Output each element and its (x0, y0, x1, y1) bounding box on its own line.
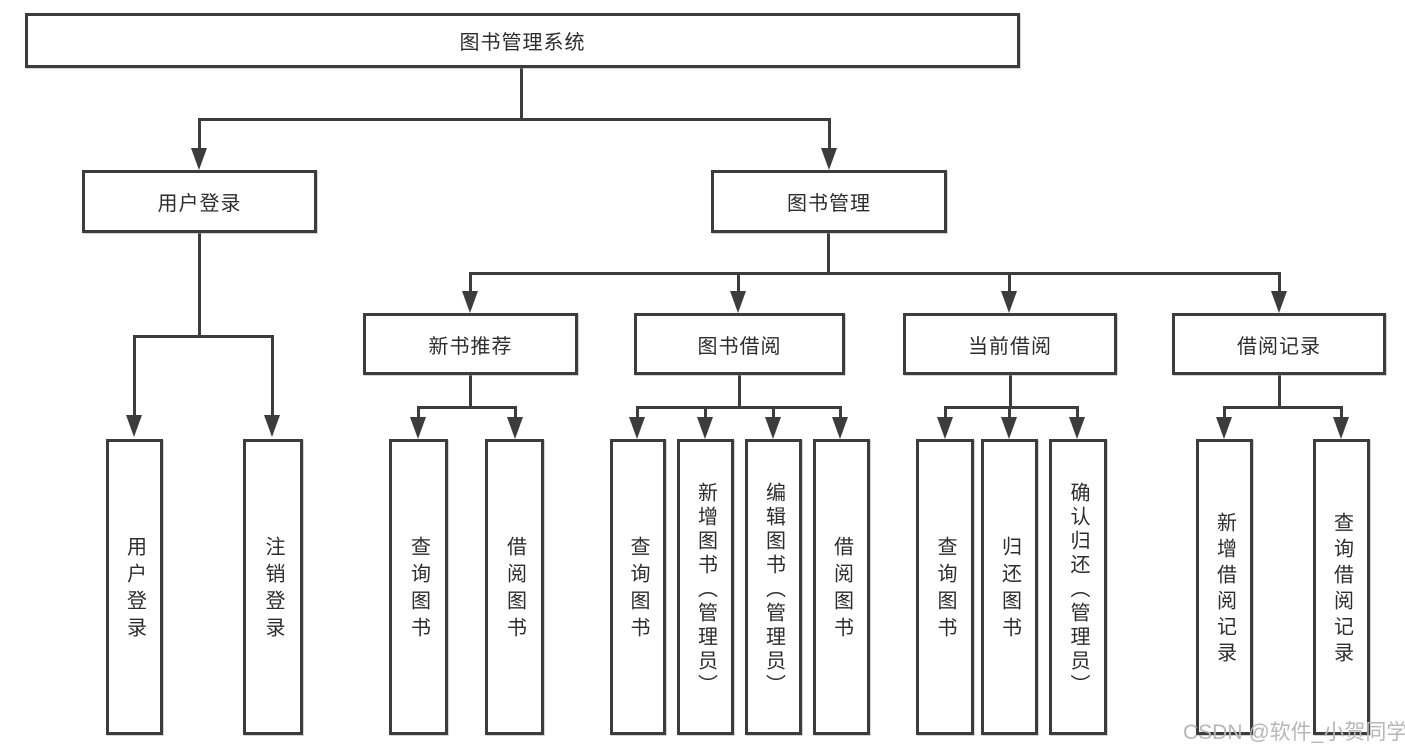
edge-arrow (697, 417, 713, 439)
edge-arrow (765, 417, 781, 439)
node-book-management: 图书管理 (711, 170, 947, 233)
edge-line (1278, 272, 1281, 292)
edge-arrow (410, 417, 426, 439)
edge-line (1008, 406, 1011, 418)
edge-line (198, 233, 201, 335)
edge-arrow (832, 417, 848, 439)
edge-line (133, 335, 274, 338)
edge-arrow (1001, 291, 1017, 313)
node-current-borrow: 当前借阅 (903, 313, 1117, 375)
edge-line (198, 118, 831, 121)
edge-line (827, 233, 830, 272)
edge-line (1223, 406, 1226, 418)
edge-line (520, 67, 523, 118)
edge-line (469, 375, 472, 406)
leaf-query-borrow-record: 查询借阅记录 (1313, 439, 1370, 735)
leaf-logout: 注销登录 (243, 439, 303, 735)
edge-line (1076, 406, 1079, 418)
leaf-user-login: 用户登录 (106, 439, 163, 735)
edge-line (704, 406, 707, 418)
node-user-login: 用户登录 (82, 170, 317, 233)
leaf-query-books-3: 查询图书 (916, 439, 974, 735)
leaf-edit-book-admin: 编辑图书（管理员） (745, 439, 802, 735)
edge-line (738, 375, 741, 406)
edge-arrow (191, 148, 207, 170)
leaf-borrow-books-1: 借阅图书 (485, 439, 544, 735)
edge-line (737, 272, 740, 292)
edge-line (469, 272, 472, 292)
edge-line (636, 406, 639, 418)
edge-line (839, 406, 842, 418)
edge-line (772, 406, 775, 418)
edge-arrow (629, 417, 645, 439)
node-borrow-records: 借阅记录 (1172, 313, 1386, 375)
leaf-query-books-1: 查询图书 (389, 439, 448, 735)
edge-line (828, 118, 831, 150)
leaf-query-books-2: 查询图书 (610, 439, 666, 735)
node-book-borrow: 图书借阅 (634, 313, 845, 375)
edge-line (133, 335, 136, 417)
edge-arrow (730, 291, 746, 313)
edge-line (1008, 272, 1011, 292)
edge-line (417, 406, 517, 409)
edge-line (636, 406, 842, 409)
edge-line (514, 406, 517, 418)
edge-line (198, 118, 201, 150)
edge-line (1009, 375, 1012, 406)
edge-arrow (1001, 417, 1017, 439)
edge-arrow (1271, 291, 1287, 313)
edge-line (271, 335, 274, 417)
edge-arrow (507, 417, 523, 439)
leaf-confirm-return-admin: 确认归还（管理员） (1049, 439, 1107, 735)
edge-arrow (126, 415, 142, 437)
edge-arrow (264, 415, 280, 437)
edge-arrow (1333, 417, 1349, 439)
edge-line (944, 406, 1079, 409)
edge-line (1223, 406, 1343, 409)
edge-line (417, 406, 420, 418)
leaf-add-book-admin: 新增图书（管理员） (677, 439, 734, 735)
leaf-add-borrow-record: 新增借阅记录 (1196, 439, 1253, 735)
edge-arrow (462, 291, 478, 313)
edge-line (469, 272, 1281, 275)
leaf-return-books: 归还图书 (981, 439, 1038, 735)
edge-line (1278, 375, 1281, 406)
edge-arrow (1069, 417, 1085, 439)
leaf-borrow-books-2: 借阅图书 (813, 439, 870, 735)
edge-line (944, 406, 947, 418)
node-new-book-recommend: 新书推荐 (363, 313, 578, 375)
edge-line (1340, 406, 1343, 418)
node-root-system: 图书管理系统 (25, 13, 1020, 68)
edge-arrow (937, 417, 953, 439)
csdn-watermark: CSDN @软件_小贺同学 (1183, 721, 1405, 744)
edge-arrow (1216, 417, 1232, 439)
edge-arrow (821, 148, 837, 170)
